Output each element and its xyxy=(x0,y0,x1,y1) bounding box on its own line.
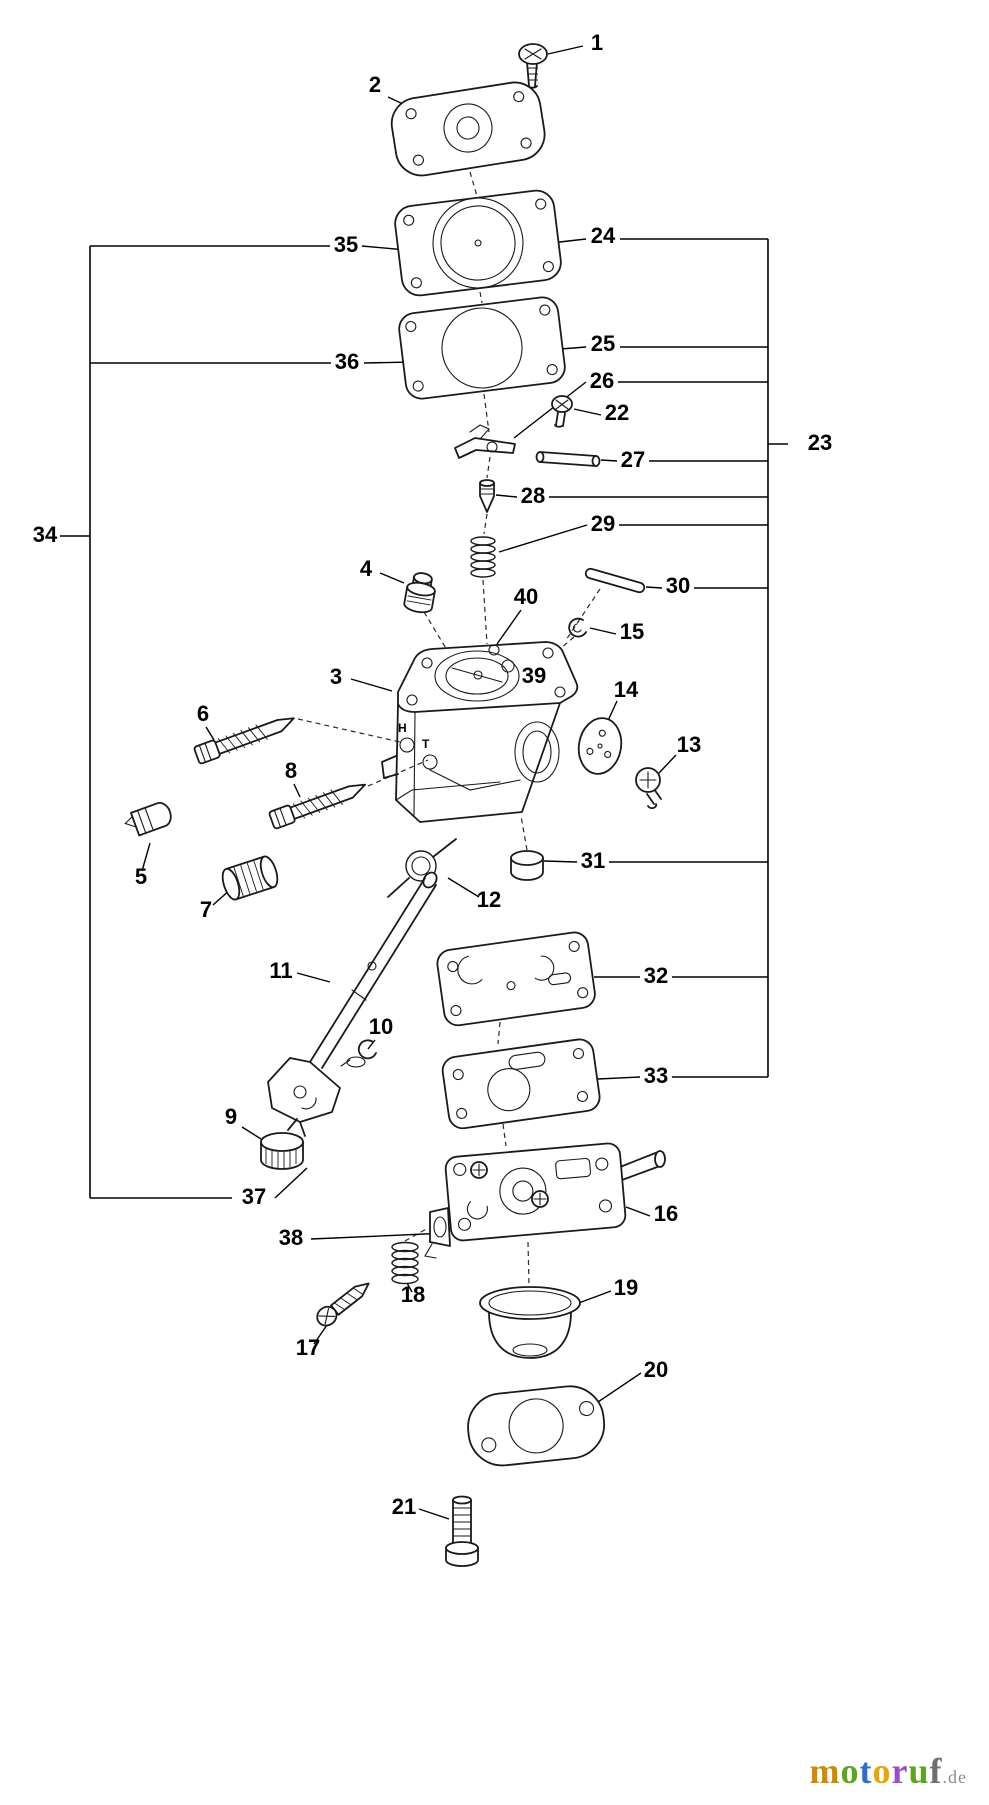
part-label-11: 11 xyxy=(269,958,292,983)
part-label-38: 38 xyxy=(279,1225,303,1250)
part-21-mounting-bolt xyxy=(445,1495,479,1567)
part-label-5: 5 xyxy=(135,864,147,889)
part-label-17: 17 xyxy=(296,1335,320,1360)
part-label-16: 16 xyxy=(654,1201,678,1226)
part-label-19: 19 xyxy=(614,1275,638,1300)
logo-letter: o xyxy=(840,1751,860,1791)
part-18-spring xyxy=(391,1241,419,1285)
part-20-primer-gasket xyxy=(467,1385,606,1467)
part-label-3: 3 xyxy=(330,664,342,689)
part-label-21: 21 xyxy=(392,1494,416,1519)
part-27-lever-pin xyxy=(535,451,601,467)
part-label-8: 8 xyxy=(285,758,297,783)
part-label-7: 7 xyxy=(200,897,212,922)
logo-letter: m xyxy=(809,1751,841,1791)
part-label-23: 23 xyxy=(808,430,832,455)
part-4-plug xyxy=(403,572,436,614)
part-19-primer-bulb xyxy=(479,1286,581,1359)
part-9-idle-knob xyxy=(260,1118,304,1170)
part-label-33: 33 xyxy=(644,1063,668,1088)
part-label-29: 29 xyxy=(591,511,615,536)
part-label-37: 37 xyxy=(242,1184,266,1209)
logo-suffix: .de xyxy=(942,1767,967,1787)
part-29-needle-spring xyxy=(470,536,496,578)
part-label-39: 39 xyxy=(522,663,546,688)
part-label-10: 10 xyxy=(369,1014,393,1039)
part-25-pump-gasket xyxy=(398,296,566,400)
motoruf-logo[interactable]: motoruf.de xyxy=(809,1750,967,1792)
part-label-22: 22 xyxy=(605,400,629,425)
part-label-24: 24 xyxy=(591,223,616,248)
part-6-high-speed-needle xyxy=(193,717,295,765)
part-label-2: 2 xyxy=(369,72,381,97)
part-24-pump-diaphragm xyxy=(394,189,562,297)
part-31-welch-plug xyxy=(510,850,544,881)
part-22-lever-screw xyxy=(551,395,573,428)
part-5-limiter-cap xyxy=(124,802,172,837)
part-label-15: 15 xyxy=(620,619,644,644)
part-32-metering-diaphragm xyxy=(436,931,596,1027)
part-12-throttle-spring xyxy=(387,838,457,898)
part-label-9: 9 xyxy=(225,1104,237,1129)
part-label-1: 1 xyxy=(591,30,603,55)
part-15-e-ring xyxy=(568,617,587,638)
part-label-14: 14 xyxy=(614,677,639,702)
part-label-18: 18 xyxy=(401,1282,425,1307)
part-16-pump-body xyxy=(424,1142,666,1259)
part-label-40: 40 xyxy=(514,584,538,609)
part-30-pin xyxy=(584,567,646,594)
part-label-32: 32 xyxy=(644,963,668,988)
part-3-carburetor-body: H T xyxy=(381,641,579,823)
part-label-6: 6 xyxy=(197,701,209,726)
part-17-tapping-screw xyxy=(316,1282,370,1327)
part-label-34: 34 xyxy=(33,522,58,547)
part-label-20: 20 xyxy=(644,1357,668,1382)
part-label-12: 12 xyxy=(477,887,501,912)
part-label-27: 27 xyxy=(621,447,645,472)
part-label-13: 13 xyxy=(677,732,701,757)
part-label-31: 31 xyxy=(581,848,605,873)
part-label-35: 35 xyxy=(334,232,358,257)
logo-letter: u xyxy=(908,1751,930,1791)
part-2-pump-cover xyxy=(390,81,546,177)
part-label-28: 28 xyxy=(521,483,545,508)
leader-lines xyxy=(60,45,788,1520)
part-number-labels: 1 2 3 4 5 6 7 8 9 10 11 12 13 14 15 16 1… xyxy=(33,30,832,1519)
part-8-low-speed-needle xyxy=(268,783,366,830)
part-33-metering-gasket xyxy=(441,1038,601,1130)
part-11-throttle-shaft xyxy=(267,871,438,1137)
part-1-cover-screw xyxy=(518,43,548,89)
part-label-26: 26 xyxy=(590,368,614,393)
part-label-25: 25 xyxy=(591,331,615,356)
logo-letter: t xyxy=(859,1751,873,1791)
body-marking-high: H xyxy=(398,721,407,735)
part-28-inlet-needle xyxy=(479,479,495,513)
part-label-30: 30 xyxy=(666,573,690,598)
logo-letter: o xyxy=(872,1751,892,1791)
body-marking-idle: T xyxy=(422,737,430,751)
part-label-36: 36 xyxy=(335,349,359,374)
part-10-clip xyxy=(340,1039,377,1068)
part-26-metering-lever xyxy=(454,424,516,459)
part-7-limiter-sleeve xyxy=(221,855,279,901)
part-13-disc-screw xyxy=(635,767,662,810)
part-14-disc xyxy=(577,717,623,775)
part-label-4: 4 xyxy=(360,556,373,581)
logo-letter: f xyxy=(929,1751,943,1791)
logo-letter: r xyxy=(891,1751,909,1791)
